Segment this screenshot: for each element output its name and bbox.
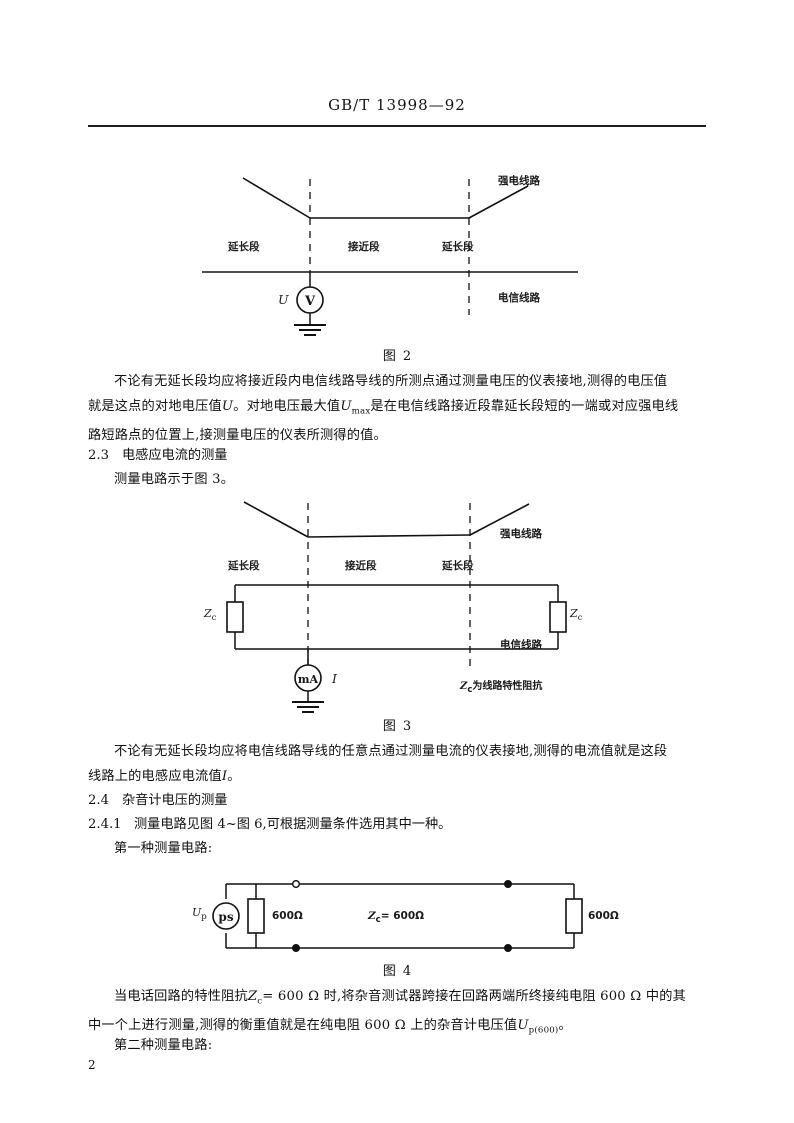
heading-2-4-1-number: 2.4.1 [88,817,122,832]
svg-text:V: V [304,294,316,309]
para-3-line-2-a: 线路上的电感应电流值 [88,768,222,784]
paragraph-second-circuit: 第二种测量电路: [88,1034,708,1059]
figure-2-label-power-line: 强电线路 [498,175,540,187]
para-2-text: 测量电路示于图 3。 [114,472,235,487]
figure-3-label-extension-left: 延长段 [228,560,260,572]
symbol-I: I [221,768,228,784]
para-1-line-1: 不论有无延长段均应将接近段内电信线路导线的所测点通过测量电压的仪表接地,测得的电… [114,374,668,389]
figure-2-label-telecom-line: 电信线路 [498,292,540,304]
figure-3-impedance-right: Zc [570,607,582,623]
para-1-line-3: 路短路点的位置上,接测量电压的仪表所测得的值。 [88,427,387,443]
header-divider [88,125,706,127]
figure-3-note-sub: c [467,685,473,695]
figure-3-impedance-right-sub: c [577,613,583,624]
figure-4-line-impedance-symbol: Z [368,910,376,922]
heading-2-3: 2.3 电感应电流的测量 [88,444,228,469]
figure-4-resistor-right-label: 600Ω [588,910,619,922]
figure-3-impedance-left-sub: c [211,613,217,624]
heading-2-3-text: 电感应电流的测量 [122,448,228,463]
symbol-Zc-sub: c [257,996,263,1007]
symbol-U-max: U [340,398,352,414]
figure-4-resistor-left-label: 600Ω [272,910,303,922]
figure-2-label-approach: 接近段 [348,241,380,253]
symbol-Zc: Z [247,989,258,1004]
para-3-line-1: 不论有无延长段均应将电信线路导线的任意点通过测量电流的仪表接地,测得的电流值就是… [114,744,668,759]
paragraph-voltage-measurement: 不论有无延长段均应将接近段内电信线路导线的所测点通过测量电压的仪表接地,测得的电… [88,370,708,448]
figure-4-source-quantity: Up [192,906,207,922]
para-4-text: 第一种测量电路: [114,841,213,856]
figure-3-label-power-line: 强电线路 [500,528,542,540]
page-number: 2 [88,1058,96,1072]
paragraph-impedance-explanation: 当电话回路的特性阻抗Zc= 600 Ω 时,将杂音测试器跨接在回路两端所终接纯电… [88,985,708,1043]
para-5-line-1-a: 当电话回路的特性阻抗 [114,989,248,1004]
figure-4-drawing: ps [212,879,583,952]
heading-2-4-text: 杂音计电压的测量 [122,793,228,808]
para-5-line-2-c: 。 [558,1018,572,1034]
figure-3-note-text: 为线路特性阻抗 [472,681,543,692]
symbol-Up600-sub: p(600) [528,1025,559,1036]
heading-2-4: 2.4 杂音计电压的测量 [88,789,228,814]
figure-2-caption-label: 图 [382,349,396,364]
para-6-text: 第二种测量电路: [114,1038,213,1053]
para-1-line-2-c: 。对地电压最大值 [233,398,341,414]
figure-2: V U 强电线路 电信线路 延长段 接近段 延长段 [180,160,600,340]
standard-header: GB/T 13998—92 [328,96,466,114]
heading-2-4-1-text: 测量电路见图 4~图 6,可根据测量条件选用其中一种。 [134,817,452,832]
figure-3-label-telecom-line: 电信线路 [500,639,542,651]
paragraph-current-measurement: 不论有无延长段均应将电信线路导线的任意点通过测量电流的仪表接地,测得的电流值就是… [88,740,708,789]
para-5-line-1-c: = 600 Ω 时,将杂音测试器跨接在回路两端所终接纯电阻 600 Ω 中的其 [262,989,686,1004]
figure-4-line-impedance-value: = 600Ω [380,910,425,922]
figure-2-quantity-U: U [278,292,289,307]
figure-3-drawing: mA [226,501,567,713]
figure-3-label-extension-right: 延长段 [442,560,474,572]
figure-3-caption-label: 图 [382,719,396,734]
svg-text:mA: mA [298,673,319,686]
figure-4: ps Up 600Ω Zc= 600Ω 600Ω [190,866,619,966]
paragraph-figure3-reference: 测量电路示于图 3。 [88,468,708,493]
figure-4-line-impedance-sub: c [375,915,381,926]
para-1-line-2-e: 是在电信线路接近段靠延长段短的一端或对应强电线 [370,398,679,414]
figure-3-impedance-right-symbol: Z [570,607,578,620]
symbol-U-max-sub: max [351,406,371,417]
figure-3-impedance-left: Zc [204,607,216,623]
figure-4-source-symbol-sub: p [201,912,207,923]
symbol-Up600: U [517,1018,529,1034]
heading-2-4-1: 2.4.1 测量电路见图 4~图 6,可根据测量条件选用其中一种。 [88,813,451,838]
figure-3-note-symbol: Z [460,681,468,692]
figure-4-source-symbol-U: U [192,906,202,919]
heading-2-4-number: 2.4 [88,793,109,808]
figure-4-caption-number: 4 [402,964,412,979]
symbol-U: U [221,398,234,414]
figure-2-drawing: V [202,177,578,336]
figure-2-label-extension-right: 延长段 [442,241,474,253]
figure-3-current-label: I [332,671,337,686]
para-5-line-2-a: 中一个上进行测量,测得的衡重值就是在纯电阻 600 Ω 上的杂音计电压值 [88,1018,518,1034]
paragraph-first-circuit: 第一种测量电路: [88,837,708,862]
figure-4-line-impedance-label: Zc= 600Ω [368,910,424,925]
heading-2-3-number: 2.3 [88,448,109,463]
para-3-line-2-c: 。 [227,768,241,784]
figure-3-note: Zc为线路特性阻抗 [460,677,542,695]
figure-3-label-approach: 接近段 [345,560,377,572]
figure-2-label-extension-left: 延长段 [228,241,260,253]
figure-3-caption-number: 3 [402,719,412,734]
svg-text:ps: ps [218,910,233,924]
figure-3-impedance-left-symbol: Z [204,607,212,620]
figure-4-caption-label: 图 [382,964,396,979]
figure-2-caption-number: 2 [402,349,412,364]
figure-3: mA 强电线路 电信线路 延长段 接近段 延长段 Zc Zc I Zc为线路特性… [180,487,620,717]
para-1-line-2-a: 就是这点的对地电压值 [88,398,222,414]
